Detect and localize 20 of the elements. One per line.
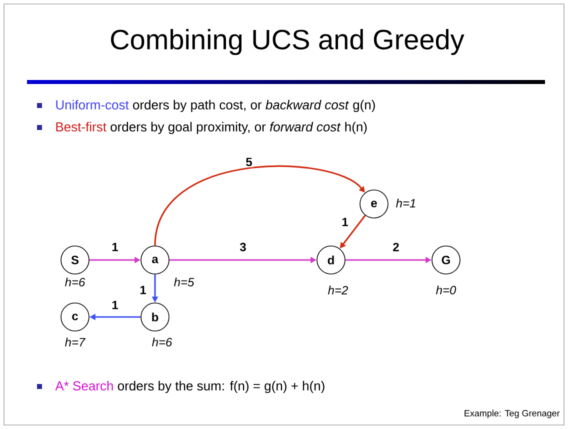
heuristic-label: h=5	[174, 278, 194, 286]
credit-text: Example: Teg Grenager	[464, 410, 560, 418]
edge-label: 3	[240, 242, 246, 252]
bullet-text: A* Search orders by the sum: f(n) = g(n) + h(n)	[55, 380, 324, 394]
heuristic-label: h=0	[436, 286, 456, 294]
edge-label: 1	[112, 300, 118, 310]
edge-label: 2	[393, 242, 399, 252]
edge-label: 5	[246, 158, 252, 166]
bullet-text: Uniform-cost orders by path cost, or backward cost g(n)	[56, 100, 375, 112]
arrow	[154, 165, 365, 246]
heuristic-label: h=1	[396, 198, 416, 208]
heuristic-label: h=7	[65, 338, 86, 346]
title: Combining UCS and Greedy	[111, 28, 464, 56]
edge-label: 1	[342, 218, 348, 226]
edge-label: 1	[140, 286, 146, 294]
bullet-text: Best-first orders by goal proximity, or forward cost h(n)	[56, 122, 367, 134]
heuristic-label: h=6	[152, 338, 172, 346]
heuristic-label: h=2	[328, 286, 348, 294]
edge-label: 1	[112, 242, 118, 252]
heuristic-label: h=6	[65, 278, 86, 286]
